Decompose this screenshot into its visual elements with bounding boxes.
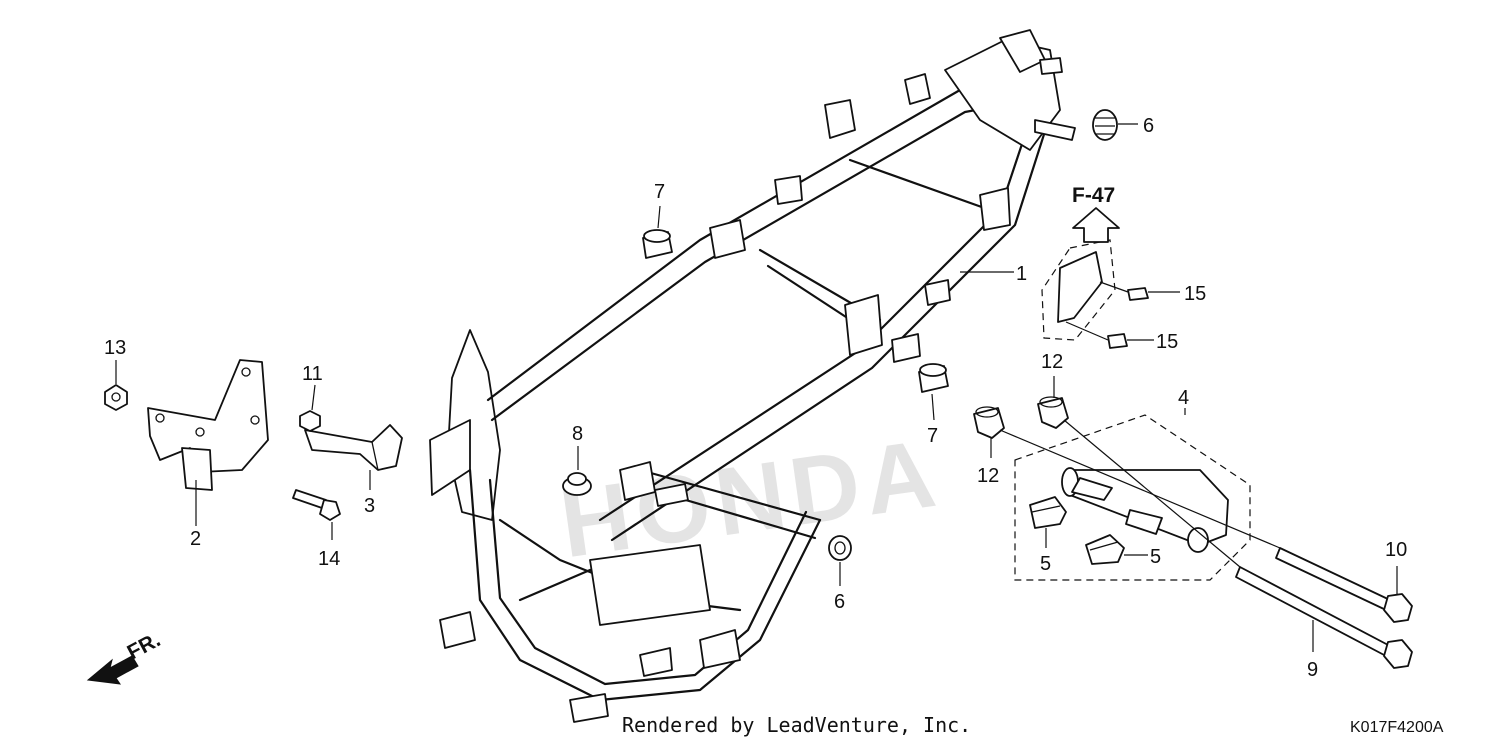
callout-11: 11 — [302, 363, 323, 385]
callout-14: 14 — [318, 548, 340, 570]
bolt-11[interactable] — [299, 410, 321, 432]
callout-15-upper: 15 — [1184, 283, 1206, 305]
bolt-15-lower[interactable] — [1065, 321, 1128, 349]
callout-4: 4 — [1178, 387, 1189, 409]
engine-hanger[interactable] — [1061, 467, 1229, 553]
bushing-6-upper[interactable] — [1092, 109, 1118, 141]
reference-plate — [1057, 251, 1103, 323]
grommet-8[interactable] — [562, 472, 592, 496]
bolt-15-upper[interactable] — [1099, 281, 1149, 301]
callout-7-left: 7 — [654, 181, 665, 203]
watermark-text: HONDA — [554, 419, 947, 578]
callout-10: 10 — [1385, 539, 1407, 561]
callout-5-right: 5 — [1150, 546, 1161, 568]
callout-6-lower: 6 — [834, 591, 845, 613]
bolt-9[interactable] — [1235, 566, 1413, 669]
collar-12-right[interactable] — [1037, 396, 1069, 429]
rubber-block-1[interactable] — [1029, 496, 1067, 529]
bolt-10[interactable] — [1275, 547, 1413, 623]
callout-9: 9 — [1307, 659, 1318, 681]
callout-1: 1 — [1016, 263, 1027, 285]
callout-6-upper: 6 — [1143, 115, 1154, 137]
front-direction-arrow — [86, 655, 139, 685]
bracket-assembly[interactable] — [147, 359, 269, 491]
bushing-6-lower[interactable] — [828, 535, 852, 561]
reference-arrow — [1072, 207, 1120, 243]
callout-7-right: 7 — [927, 425, 938, 447]
callout-3: 3 — [364, 495, 375, 517]
stand-bracket[interactable] — [304, 424, 403, 471]
main-frame[interactable] — [429, 29, 1076, 723]
nut-13[interactable] — [104, 384, 128, 411]
bushing-7-left[interactable] — [642, 229, 673, 259]
diagram-code: K017F4200A — [1350, 719, 1444, 736]
callout-12-left: 12 — [977, 465, 999, 487]
callout-15-lower: 15 — [1156, 331, 1178, 353]
leader-lines — [115, 123, 1398, 652]
rubber-block-2[interactable] — [1085, 534, 1125, 565]
group-box-15 — [1041, 239, 1116, 341]
bolt-14[interactable] — [292, 489, 341, 521]
group-box-4 — [1014, 414, 1251, 581]
reference-label: F-47 — [1072, 184, 1115, 207]
callout-13: 13 — [104, 337, 126, 359]
callout-8: 8 — [572, 423, 583, 445]
callout-2: 2 — [190, 528, 201, 550]
callout-12-right: 12 — [1041, 351, 1063, 373]
credit-text: Rendered by LeadVenture, Inc. — [622, 713, 971, 737]
callout-5-left: 5 — [1040, 553, 1051, 575]
bushing-7-right[interactable] — [918, 363, 949, 393]
collar-12-left[interactable] — [973, 406, 1005, 439]
